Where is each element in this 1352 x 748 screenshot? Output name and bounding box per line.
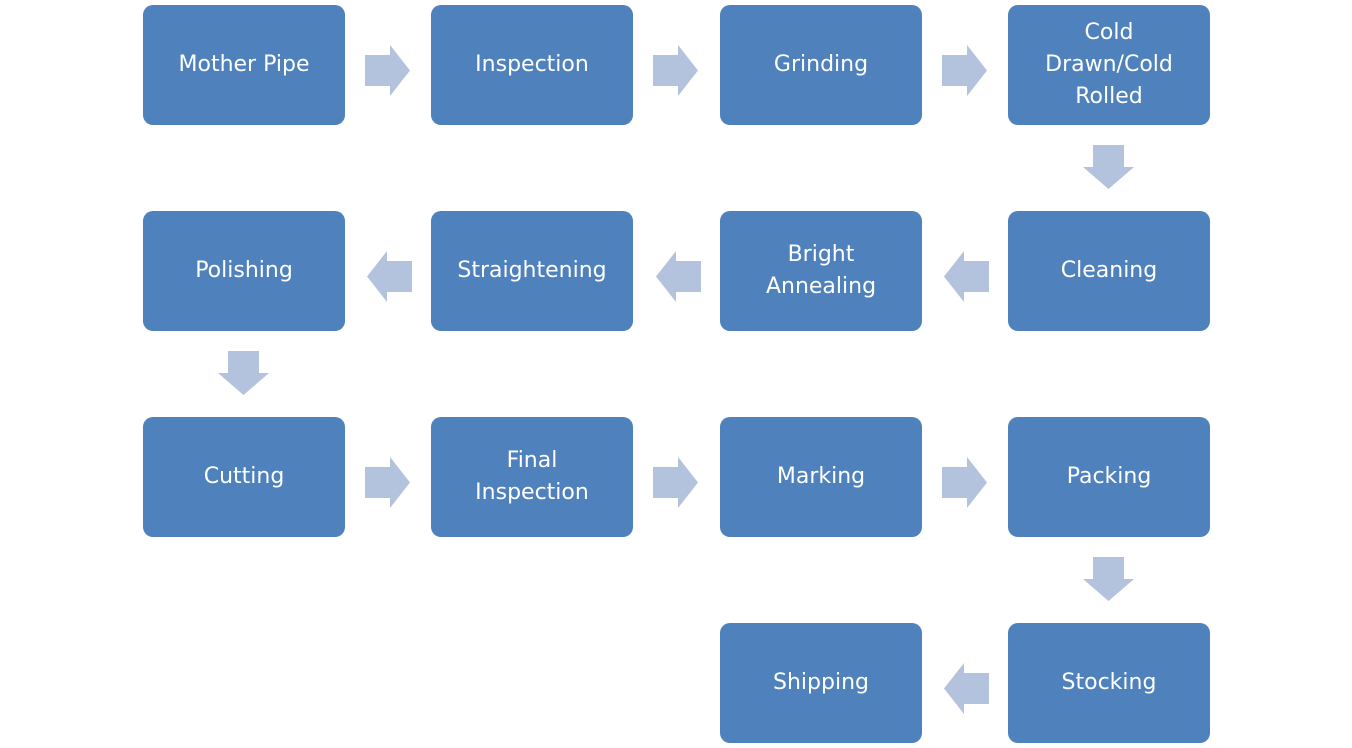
arrow-shape xyxy=(653,457,698,508)
arrow-shape xyxy=(365,457,410,508)
arrow-shape xyxy=(365,45,410,96)
arrow-left-icon xyxy=(944,663,989,714)
step-label: Cleaning xyxy=(1060,258,1158,283)
step-label: Cutting xyxy=(203,464,285,489)
arrow-right-icon xyxy=(653,45,698,96)
step-cleaning: Cleaning xyxy=(1008,211,1210,331)
step-cold-drawn-cold-rolled: Cold Drawn/Cold Rolled xyxy=(1008,5,1210,125)
step-label: Packing xyxy=(1066,464,1152,489)
step-label: Marking xyxy=(776,464,866,489)
arrow-right-icon xyxy=(942,457,987,508)
arrow-down-icon xyxy=(218,351,269,395)
arrow-left-icon xyxy=(367,251,412,302)
step-cutting: Cutting xyxy=(143,417,345,537)
step-polishing: Polishing xyxy=(143,211,345,331)
step-mother-pipe: Mother Pipe xyxy=(143,5,345,125)
step-straightening: Straightening xyxy=(431,211,633,331)
arrow-shape xyxy=(653,45,698,96)
step-label: Bright Annealing xyxy=(765,242,877,299)
step-shipping: Shipping xyxy=(720,623,922,743)
step-label: Inspection xyxy=(475,52,589,77)
step-marking: Marking xyxy=(720,417,922,537)
step-inspection: Inspection xyxy=(431,5,633,125)
arrow-right-icon xyxy=(365,457,410,508)
arrow-shape xyxy=(1083,557,1134,601)
step-bright-annealing: Bright Annealing xyxy=(720,211,922,331)
arrow-left-icon xyxy=(944,251,989,302)
arrow-left-icon xyxy=(656,251,701,302)
arrow-right-icon xyxy=(942,45,987,96)
arrow-shape xyxy=(1083,145,1134,189)
step-label: Straightening xyxy=(457,258,607,283)
step-label: Shipping xyxy=(773,670,869,695)
step-packing: Packing xyxy=(1008,417,1210,537)
arrow-shape xyxy=(944,251,989,302)
step-label: Mother Pipe xyxy=(178,52,310,77)
arrow-shape xyxy=(218,351,269,395)
arrow-shape xyxy=(942,457,987,508)
arrow-down-icon xyxy=(1083,145,1134,189)
step-label: Stocking xyxy=(1061,670,1157,695)
step-label: Cold Drawn/Cold Rolled xyxy=(1045,20,1173,109)
arrow-shape xyxy=(367,251,412,302)
arrow-down-icon xyxy=(1083,557,1134,601)
arrow-right-icon xyxy=(365,45,410,96)
arrow-shape xyxy=(944,663,989,714)
step-grinding: Grinding xyxy=(720,5,922,125)
step-label: Grinding xyxy=(773,52,869,77)
arrow-shape xyxy=(656,251,701,302)
step-label: Final Inspection xyxy=(475,448,589,505)
step-stocking: Stocking xyxy=(1008,623,1210,743)
step-final-inspection: Final Inspection xyxy=(431,417,633,537)
arrow-shape xyxy=(942,45,987,96)
step-label: Polishing xyxy=(195,258,293,283)
arrow-right-icon xyxy=(653,457,698,508)
